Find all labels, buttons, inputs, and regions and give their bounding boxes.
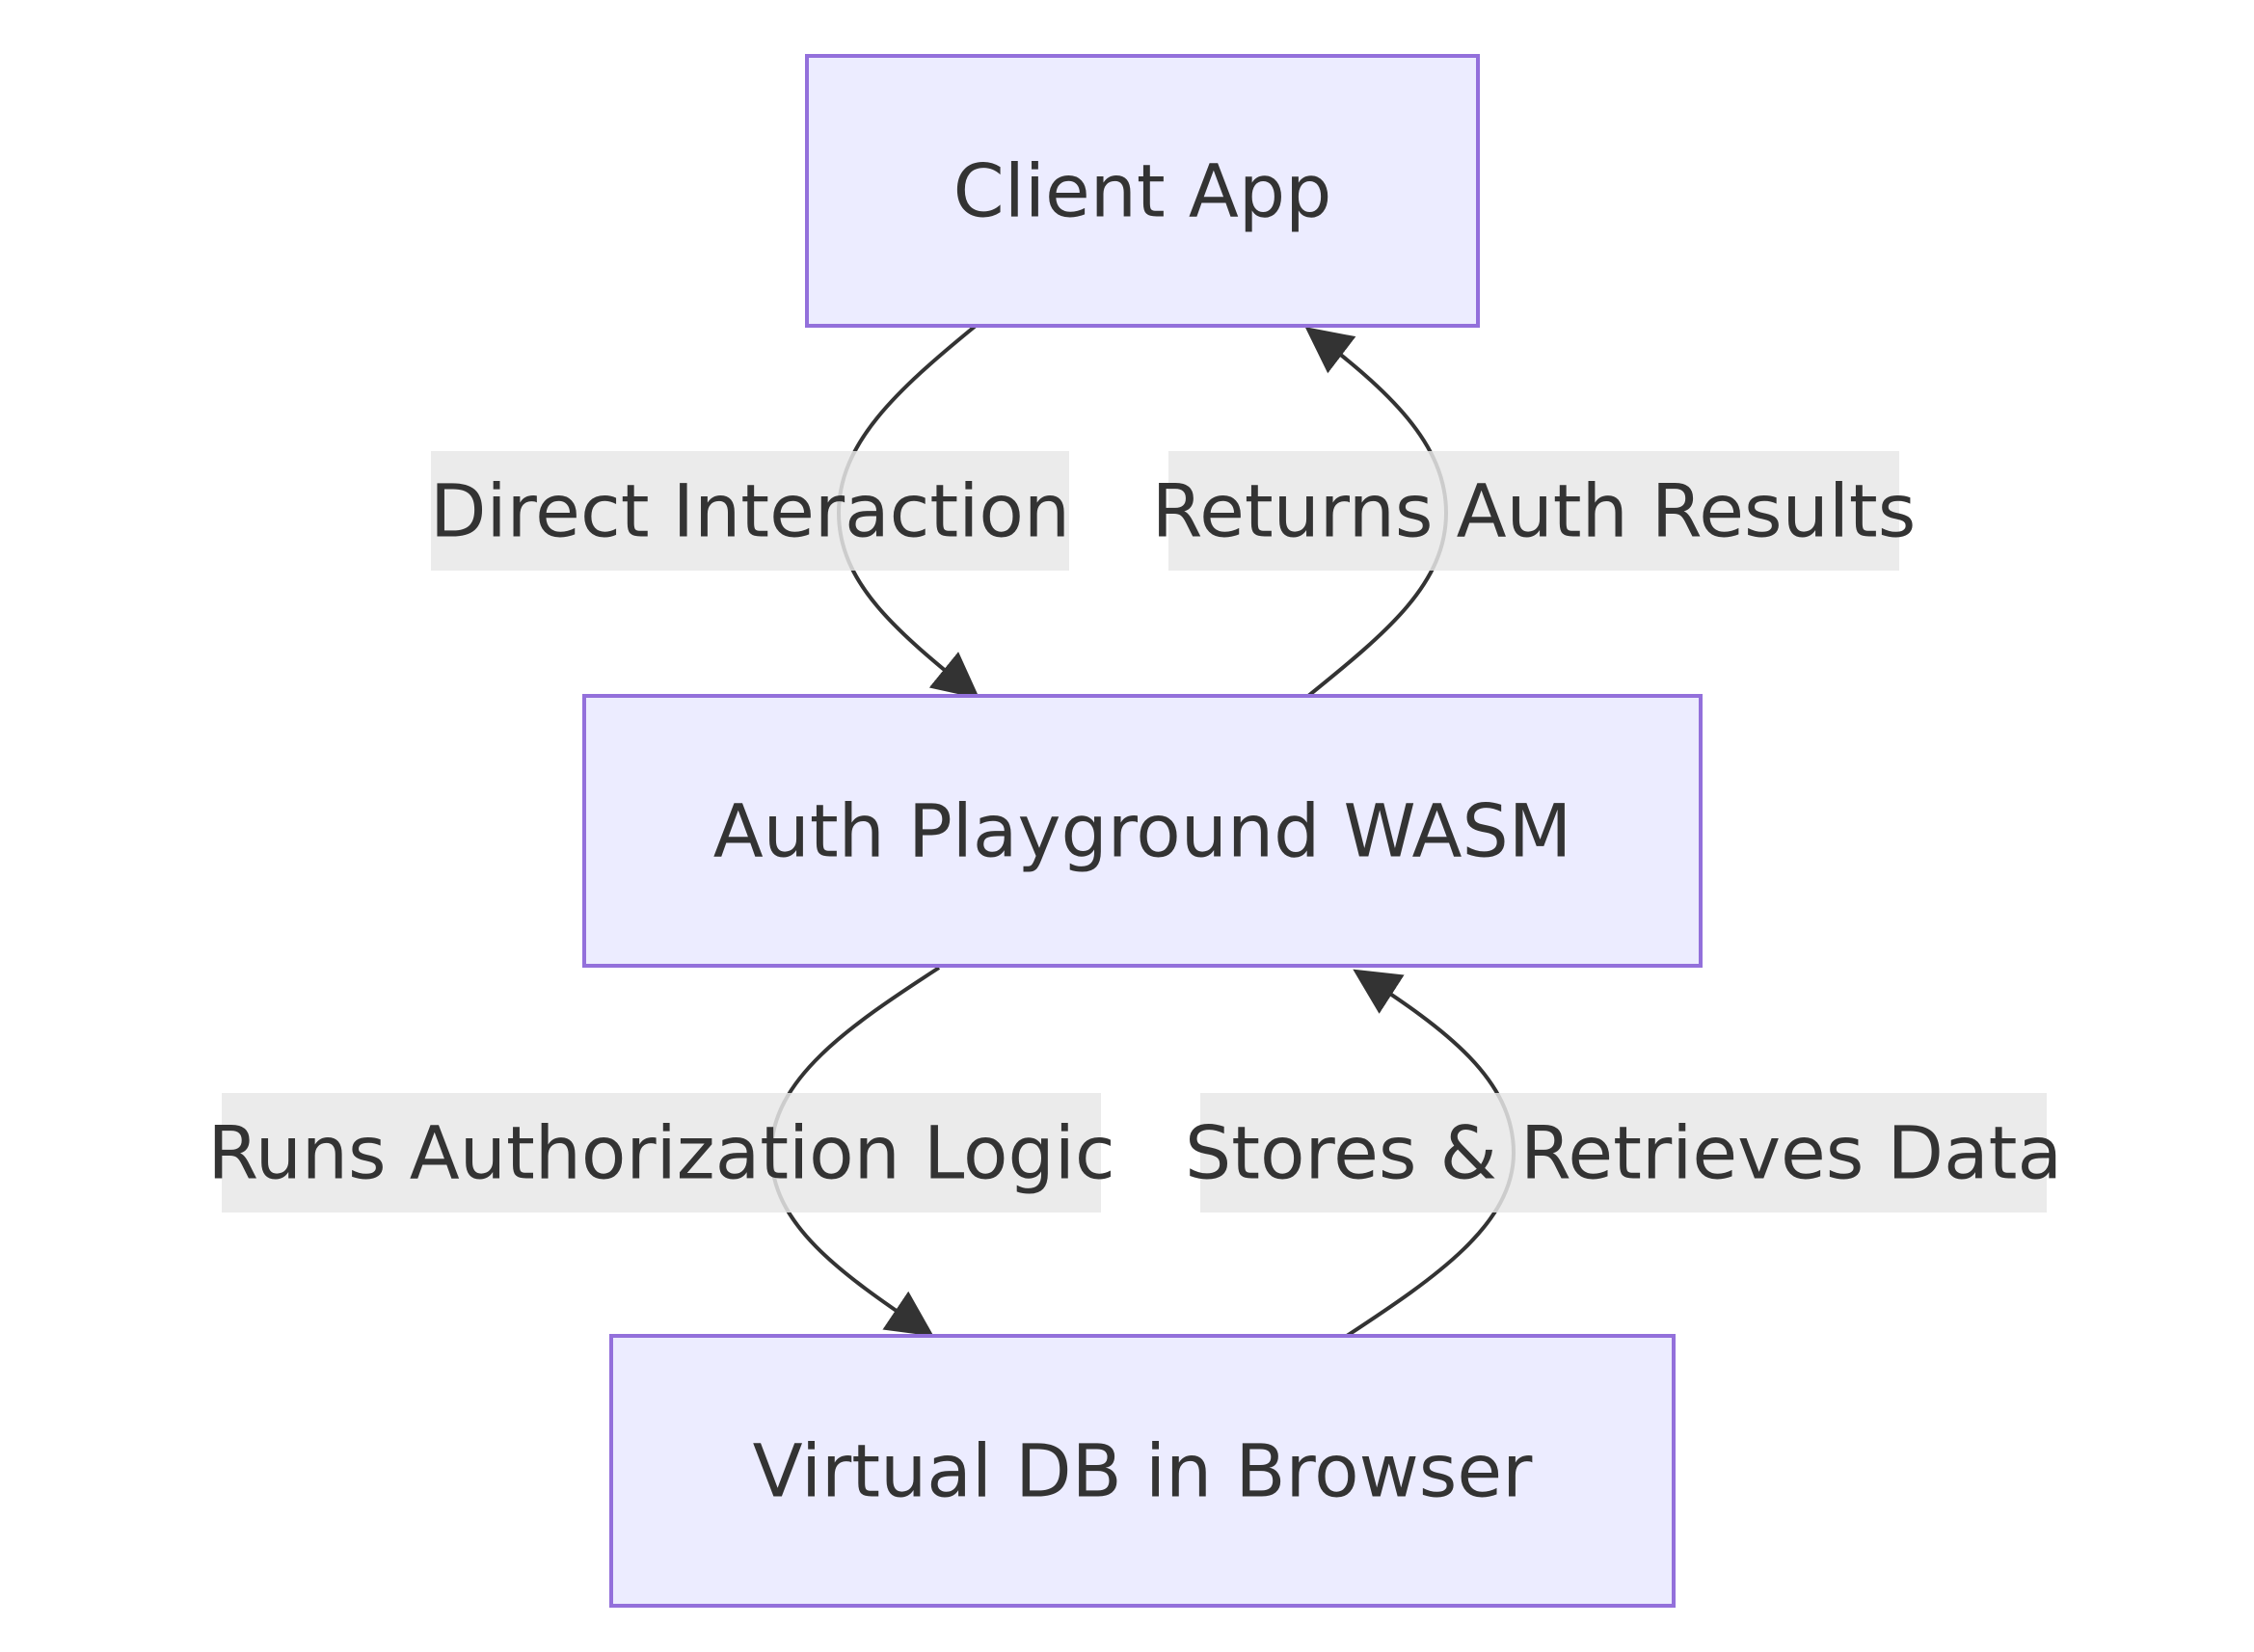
edge-label-direct-interaction: Direct Interaction bbox=[430, 451, 1070, 571]
edge-label-returns-auth-results: Returns Auth Results bbox=[1152, 451, 1917, 571]
node-auth-playground-wasm: Auth Playground WASM bbox=[582, 694, 1703, 968]
edge-label-runs-authorization-logic: Runs Authorization Logic bbox=[207, 1093, 1115, 1212]
node-client-app-label: Client App bbox=[953, 148, 1332, 234]
node-virtual-db-in-browser-label: Virtual DB in Browser bbox=[753, 1428, 1533, 1514]
node-auth-playground-wasm-label: Auth Playground WASM bbox=[713, 788, 1572, 874]
edge-label-runs-authorization-logic-text: Runs Authorization Logic bbox=[207, 1110, 1114, 1196]
node-virtual-db-in-browser: Virtual DB in Browser bbox=[609, 1334, 1676, 1608]
edge-label-returns-auth-results-text: Returns Auth Results bbox=[1152, 468, 1917, 554]
edge-label-stores-retrieves-data: Stores & Retrieves Data bbox=[1185, 1093, 2062, 1212]
edge-label-stores-retrieves-data-text: Stores & Retrieves Data bbox=[1185, 1110, 2062, 1196]
node-client-app: Client App bbox=[805, 54, 1480, 328]
edge-label-direct-interaction-text: Direct Interaction bbox=[430, 468, 1070, 554]
